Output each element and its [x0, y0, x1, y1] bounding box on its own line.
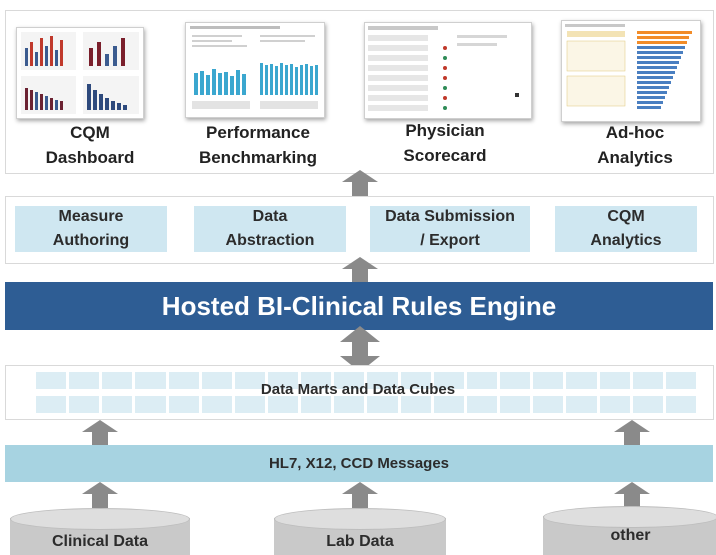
app-caption-physician-scorecard: Physician Scorecard: [403, 121, 487, 165]
messages-bar: HL7, X12, CCD Messages: [5, 445, 713, 482]
rules-engine-label: Hosted BI-Clinical Rules Engine: [161, 290, 557, 321]
up-arrow-icon: [614, 482, 650, 508]
data-cube-grid-top: [36, 372, 696, 389]
tile-measure-authoring: Measure Authoring: [15, 206, 167, 252]
cqm-dashboard-thumbnail: [16, 27, 144, 119]
rules-engine-banner: Hosted BI-Clinical Rules Engine: [5, 282, 713, 330]
tile-cqm-analytics: CQM Analytics: [555, 206, 697, 252]
database-lab-data: Lab Data: [274, 508, 446, 555]
data-marts-label: Data Marts and Data Cubes: [260, 381, 456, 398]
benchmark-charts-icon: [190, 26, 318, 109]
physician-scorecard-thumbnail: [364, 22, 532, 119]
dashboard-charts-icon: [21, 32, 139, 114]
source-label-lab-data: Lab Data: [326, 533, 394, 550]
up-arrow-icon: [614, 420, 650, 446]
analytics-charts-icon: [565, 24, 692, 109]
up-arrow-icon: [342, 257, 378, 283]
up-arrow-icon: [82, 482, 118, 508]
source-label-other: other: [610, 527, 651, 544]
up-arrow-icon: [82, 420, 118, 446]
app-caption-adhoc-analytics: Ad-hoc Analytics: [597, 123, 673, 167]
app-caption-cqm-dashboard: CQM Dashboard: [45, 123, 135, 167]
source-label-clinical-data: Clinical Data: [51, 533, 149, 550]
database-other: other: [543, 506, 716, 555]
app-caption-performance-benchmarking: Performance Benchmarking: [198, 123, 318, 167]
data-cube-grid-bottom: [36, 396, 696, 413]
tile-data-submission-export: Data Submission / Export: [370, 206, 530, 252]
scorecard-table-icon: [368, 26, 519, 111]
adhoc-analytics-thumbnail: [561, 20, 701, 122]
tile-data-abstraction: Data Abstraction: [194, 206, 346, 252]
up-arrow-icon: [342, 170, 378, 196]
messages-label: HL7, X12, CCD Messages: [268, 455, 450, 472]
performance-benchmarking-thumbnail: [185, 22, 325, 118]
up-arrow-icon: [342, 482, 378, 508]
bidirectional-arrow-icon: [340, 326, 380, 372]
database-clinical-data: Clinical Data: [10, 508, 190, 555]
